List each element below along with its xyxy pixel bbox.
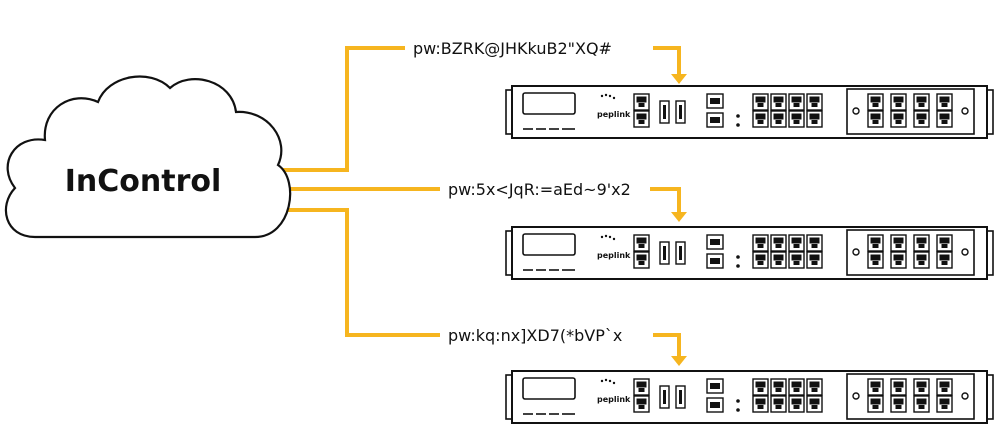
cloud-icon: InControl bbox=[4, 75, 292, 239]
connector-line-3 bbox=[283, 208, 681, 360]
password-label-2: pw:5x<JqR:=aEd~9'x2 bbox=[448, 180, 631, 199]
connector-line-2 bbox=[283, 187, 681, 216]
connector-line-1 bbox=[283, 46, 681, 172]
brand-logo: peplink bbox=[597, 110, 631, 119]
router-device-3: peplink bbox=[506, 371, 993, 423]
connector-arrow-3 bbox=[671, 356, 687, 366]
password-label-3: pw:kq:nx]XD7(*bVP`x bbox=[448, 326, 622, 345]
brand-logo: peplink bbox=[597, 395, 631, 404]
brand-logo: peplink bbox=[597, 251, 631, 260]
router-device-2: peplink bbox=[506, 227, 993, 279]
connector-arrow-1 bbox=[671, 74, 687, 84]
password-label-1: pw:BZRK@JHKkuB2"XQ# bbox=[413, 39, 612, 58]
connector-arrow-2 bbox=[671, 212, 687, 222]
cloud-label: InControl bbox=[65, 164, 222, 199]
router-device-1: peplink bbox=[506, 86, 993, 138]
connector-group bbox=[283, 46, 687, 366]
